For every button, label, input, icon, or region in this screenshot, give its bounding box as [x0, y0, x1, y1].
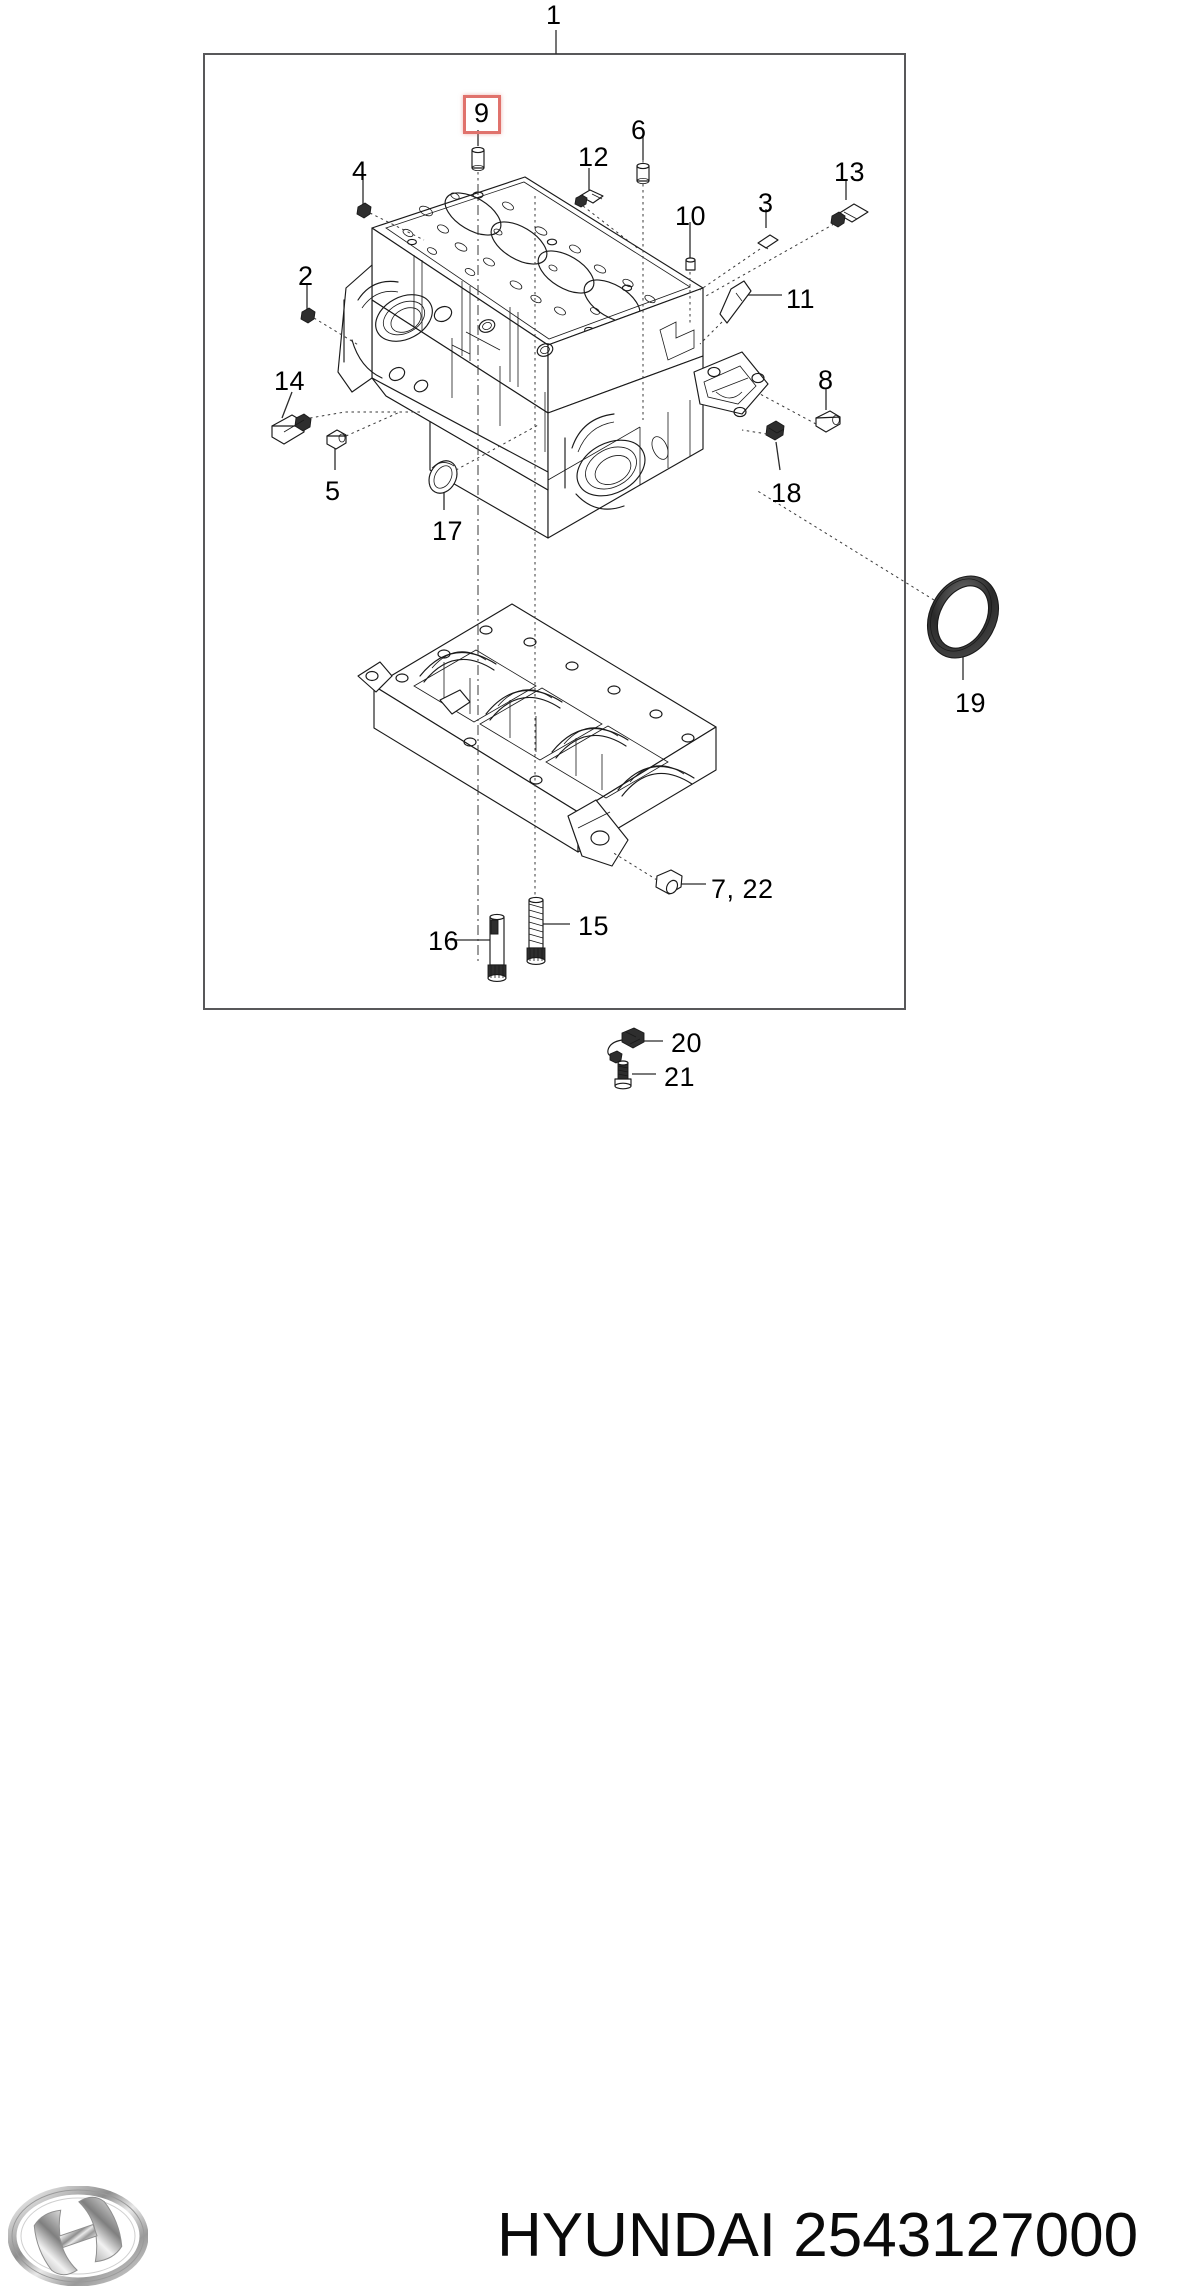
callout-label-20: 20 [671, 1028, 703, 1058]
callout-label-18: 18 [771, 478, 803, 508]
callout-label-14: 14 [274, 366, 306, 396]
callout-label-8: 8 [818, 365, 834, 395]
callout-label-10: 10 [675, 201, 707, 231]
callout-label-15: 15 [578, 911, 610, 941]
callout-label-13: 13 [834, 157, 866, 187]
callout-label-4: 4 [352, 156, 368, 186]
callout-label-19: 19 [955, 688, 987, 718]
callout-label-1: 1 [546, 0, 562, 30]
callout-label-2: 2 [298, 261, 314, 291]
callout-label-17: 17 [432, 516, 464, 546]
callout-label-7-22: 7, 22 [711, 874, 774, 904]
callout-label-6: 6 [631, 115, 647, 145]
callout-label-12: 12 [578, 142, 610, 172]
part-number-text: HYUNDAI 2543127000 [497, 2201, 1139, 2270]
callout-label-3: 3 [758, 188, 774, 218]
footer-bar: HYUNDAI 2543127000 [0, 1090, 1200, 2286]
callout-label-21: 21 [664, 1062, 696, 1092]
callout-label-11: 11 [786, 284, 816, 314]
diagram-frame [203, 53, 906, 1010]
callout-label-5: 5 [325, 476, 341, 506]
hyundai-logo [8, 2186, 148, 2286]
callout-label-16: 16 [428, 926, 460, 956]
callout-label-9[interactable]: 9 [463, 95, 501, 134]
